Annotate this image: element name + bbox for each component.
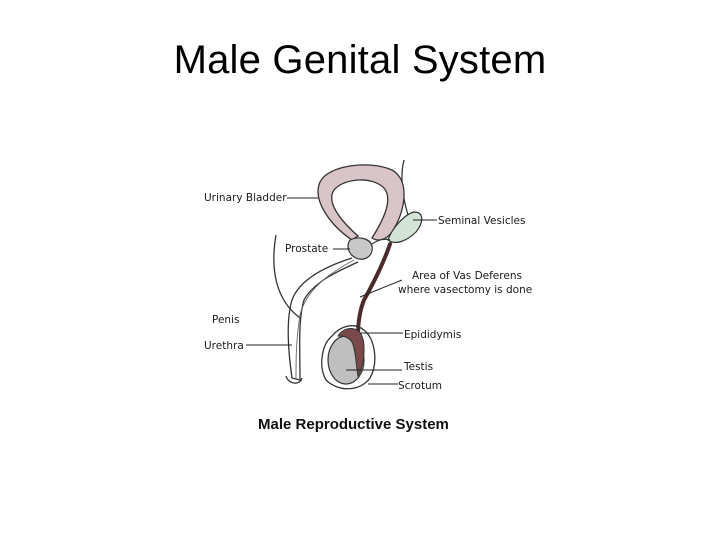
penis-outline: [287, 257, 359, 381]
slide-title: Male Genital System: [173, 38, 547, 82]
ejaculatory-duct-stub: [371, 238, 391, 245]
label-prostate: Prostate: [285, 243, 328, 255]
label-urethra: Urethra: [204, 340, 244, 352]
label-testis: Testis: [403, 361, 433, 373]
epididymis: [337, 328, 365, 378]
label-epididymis: Epididymis: [404, 329, 461, 341]
bladder-wall: [317, 164, 405, 241]
label-scrotum: Scrotum: [398, 380, 442, 392]
prostate-gland: [347, 237, 373, 260]
label-vas-deferens-line2: where vasectomy is done: [398, 284, 532, 296]
leader-vas-deferens: [359, 279, 403, 298]
diagram-caption: Male Reproductive System: [258, 416, 449, 433]
label-urinary-bladder: Urinary Bladder: [204, 192, 287, 204]
vas-deferens: [356, 242, 392, 338]
body-front-contour: [273, 234, 301, 319]
urethra-line: [295, 259, 355, 379]
scrotum-outline: [321, 325, 376, 390]
label-seminal-vesicles: Seminal Vesicles: [438, 215, 525, 227]
label-vas-deferens-line1: Area of Vas Deferens: [412, 270, 522, 282]
label-penis: Penis: [212, 314, 239, 326]
penis-tip: [285, 375, 303, 384]
